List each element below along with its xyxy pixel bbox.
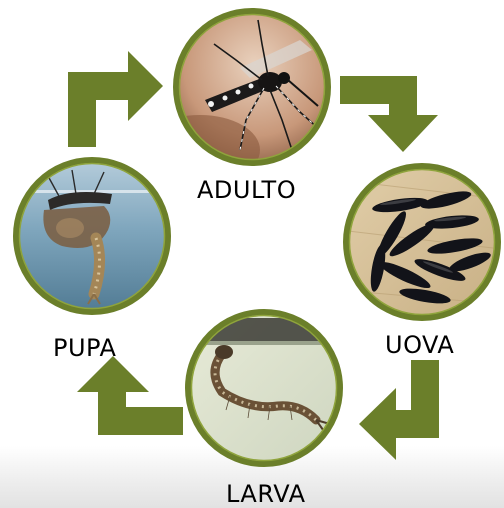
- photo-pupa: [10, 155, 175, 320]
- arrow-adulto-to-uova: [340, 76, 438, 152]
- arrow-uova-to-larva: [359, 360, 439, 460]
- label-uova: UOVA: [385, 331, 454, 359]
- label-pupa: PUPA: [53, 334, 116, 362]
- arrow-pupa-to-adulto: [68, 51, 163, 147]
- arrow-larva-to-pupa: [77, 356, 183, 435]
- label-larva: LARVA: [226, 480, 306, 508]
- photo-uova: [340, 160, 504, 330]
- label-adulto: ADULTO: [197, 176, 296, 204]
